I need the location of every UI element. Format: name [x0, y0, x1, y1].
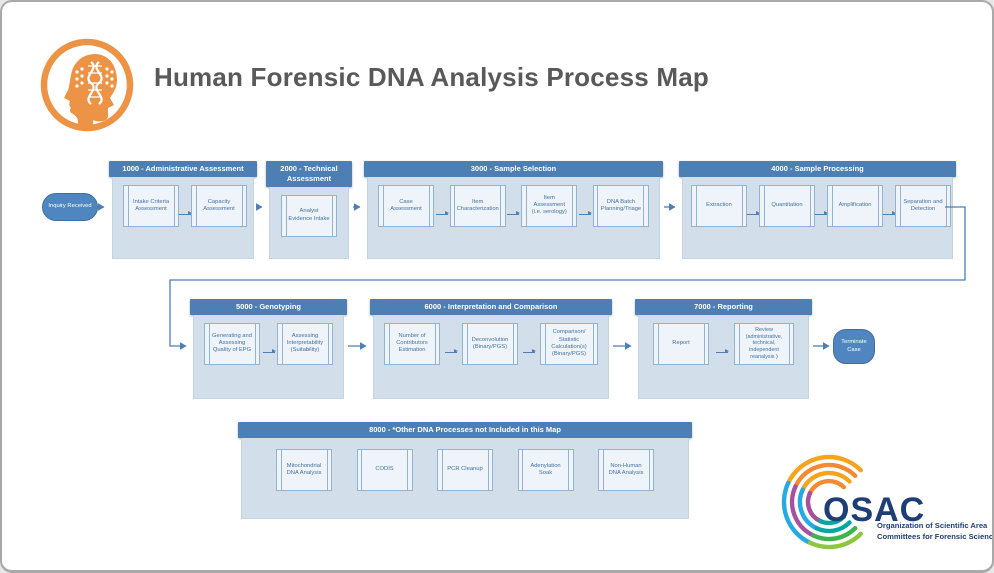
- step-label: Capacity Assessment: [203, 198, 235, 212]
- section-8000-other-dna-processes: 8000 - *Other DNA Processes not Included…: [238, 422, 692, 519]
- start-node-inquiry-received: Inquiry Received: [42, 193, 98, 221]
- section-header: 1000 - Administrative Assessment: [109, 161, 257, 177]
- section-7000-reporting: 7000 - Reporting Report Review (administ…: [635, 299, 812, 399]
- process-step: Generating and Assessing Quality of EPG: [204, 322, 260, 365]
- step-label: Generating and Assessing Quality of EPG: [212, 332, 252, 354]
- process-step: Number of Contributors Estimation: [384, 322, 440, 365]
- process-step: Separation and Detection: [895, 184, 951, 227]
- osac-logo: OSAC Organization of Scientific Area Com…: [781, 454, 994, 550]
- section-header: 2000 - Technical Assessment: [266, 161, 352, 187]
- step-label: Deconvolution (Binary/PGS): [471, 336, 509, 350]
- step-arrow: [715, 349, 729, 354]
- process-step: Case Assessment: [378, 184, 434, 227]
- step-arrow: [815, 211, 828, 216]
- process-step: Mitochondrial DNA Analysis: [276, 448, 332, 491]
- step-label: Analyst Evidence Intake: [288, 208, 330, 222]
- process-step: CODIS: [356, 448, 413, 491]
- process-step: Assessing Interpretability (Suitability): [277, 322, 333, 365]
- osac-tagline-line2: Committees for Forensic Science: [877, 532, 994, 541]
- process-step: Quantitation: [759, 184, 815, 227]
- step-label: Comparison/ Statistic Calculation(s) (Bi…: [551, 329, 587, 357]
- step-arrow: [883, 211, 896, 216]
- section-1000-administrative-assessment: 1000 - Administrative Assessment Intake …: [109, 161, 257, 259]
- process-step: Analyst Evidence Intake: [281, 194, 337, 237]
- step-arrow: [435, 211, 449, 216]
- section-body: Analyst Evidence Intake: [269, 186, 349, 259]
- step-label: Item Assessment (i.e. serology): [531, 194, 567, 216]
- process-step: Amplification: [827, 184, 883, 227]
- section-header: 8000 - *Other DNA Processes not Included…: [238, 422, 692, 438]
- section-2000-technical-assessment: 2000 - Technical Assessment Analyst Evid…: [266, 161, 352, 259]
- process-step: Comparison/ Statistic Calculation(s) (Bi…: [540, 322, 598, 365]
- section-body: Generating and Assessing Quality of EPG …: [193, 314, 344, 399]
- section-body: Report Review (administrative, technical…: [638, 314, 809, 399]
- step-arrow: [179, 211, 192, 216]
- step-label: Report: [672, 340, 690, 347]
- osac-tagline-line1: Organization of Scientific Area: [877, 521, 988, 530]
- section-header: 5000 - Genotyping: [190, 299, 347, 315]
- step-label: Case Assessment: [390, 198, 422, 212]
- process-step: DNA Batch Planning/Triage: [592, 184, 649, 227]
- step-arrow: [507, 211, 521, 216]
- step-label: Extraction: [706, 202, 732, 209]
- head-dna-logo: [40, 38, 134, 132]
- process-step: Item Assessment (i.e. serology): [521, 184, 578, 227]
- logo-dots: [75, 67, 114, 88]
- osac-acronym: OSAC: [823, 491, 925, 529]
- step-label: Mitochondrial DNA Analysis: [286, 462, 322, 476]
- step-label: Item Characterization: [456, 198, 499, 212]
- process-step: Capacity Assessment: [191, 184, 247, 227]
- step-label: Quantitation: [771, 202, 803, 209]
- step-label: Separation and Detection: [903, 198, 943, 212]
- process-step: Review (administrative, technical, indep…: [734, 322, 794, 365]
- step-label: Non-Human DNA Analysis: [608, 462, 644, 476]
- section-header: 4000 - Sample Processing: [679, 161, 956, 177]
- step-label: PCR Cleanup: [447, 466, 483, 473]
- process-step: Extraction: [691, 184, 747, 227]
- section-body: Extraction Quantitation Amplification Se…: [682, 176, 953, 259]
- section-body: Mitochondrial DNA Analysis CODIS PCR Cle…: [241, 437, 689, 519]
- section-3000-sample-selection: 3000 - Sample Selection Case Assessment …: [364, 161, 663, 259]
- step-arrow: [523, 349, 536, 354]
- section-6000-interpretation-and-comparison: 6000 - Interpretation and Comparison Num…: [370, 299, 612, 399]
- section-header: 3000 - Sample Selection: [364, 161, 663, 177]
- process-step: Deconvolution (Binary/PGS): [462, 322, 518, 365]
- step-arrow: [445, 349, 458, 354]
- section-body: Intake Criteria Assessment Capacity Asse…: [112, 176, 254, 259]
- process-step: Item Characterization: [449, 184, 506, 227]
- step-label: Number of Contributors Estimation: [396, 332, 428, 354]
- dna-helix-icon: [87, 61, 103, 105]
- step-label: CODIS: [375, 466, 394, 473]
- process-step: Non-Human DNA Analysis: [598, 448, 654, 491]
- section-header: 7000 - Reporting: [635, 299, 812, 315]
- section-body: Case Assessment Item Characterization It…: [367, 176, 660, 259]
- section-body: Number of Contributors Estimation Deconv…: [373, 314, 609, 399]
- start-node-label: Inquiry Received: [48, 203, 92, 210]
- process-step: Intake Criteria Assessment: [123, 184, 179, 227]
- end-node-label: Terminate Case: [841, 338, 867, 353]
- step-label: Review (administrative, technical, indep…: [745, 326, 783, 360]
- section-header: 6000 - Interpretation and Comparison: [370, 299, 612, 315]
- step-arrow: [262, 349, 276, 354]
- step-label: DNA Batch Planning/Triage: [600, 198, 642, 212]
- section-5000-genotyping: 5000 - Genotyping Generating and Assessi…: [190, 299, 347, 399]
- step-arrow: [579, 211, 593, 216]
- page-title: Human Forensic DNA Analysis Process Map: [154, 62, 709, 92]
- step-label: Adenylation Soak: [530, 462, 561, 476]
- process-step: PCR Cleanup: [437, 448, 493, 491]
- step-label: Assessing Interpretability (Suitability): [286, 332, 324, 354]
- end-node-terminate-case: Terminate Case: [833, 329, 875, 364]
- step-label: Intake Criteria Assessment: [132, 198, 170, 212]
- step-label: Amplification: [838, 202, 872, 209]
- osac-arcs-icon: [781, 454, 863, 550]
- process-step: Adenylation Soak: [517, 448, 574, 491]
- section-4000-sample-processing: 4000 - Sample Processing Extraction Quan…: [679, 161, 956, 259]
- step-arrow: [747, 211, 760, 216]
- process-step: Report: [653, 322, 709, 365]
